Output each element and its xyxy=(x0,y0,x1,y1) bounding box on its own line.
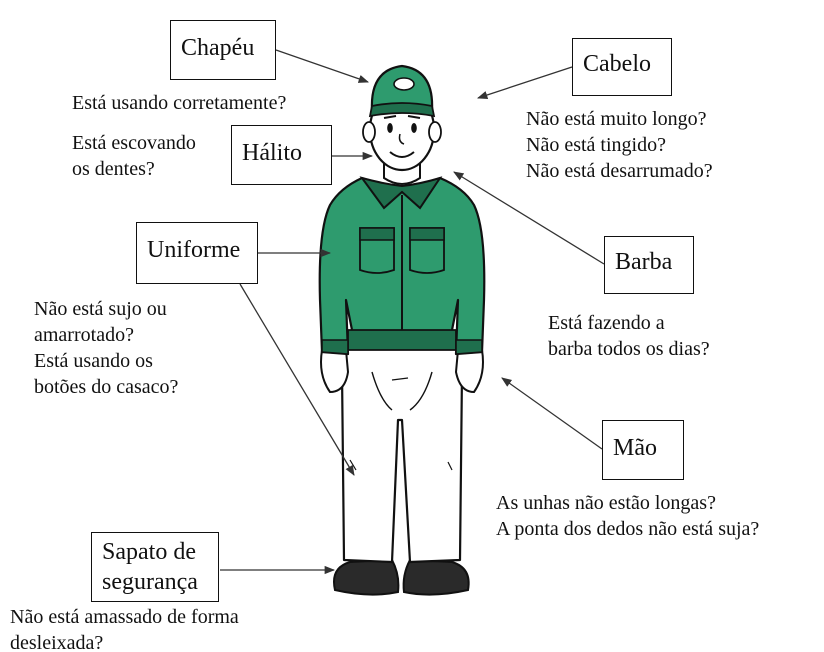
label-sapato-line1: Sapato de xyxy=(102,539,196,565)
pointer-arrows xyxy=(220,49,605,575)
pants xyxy=(338,338,464,564)
note-mao-line: A ponta dos dedos não está suja? xyxy=(496,518,760,540)
label-chapeu-text: Chapéu xyxy=(181,35,255,61)
note-mao: As unhas não estão longas? A ponta dos d… xyxy=(496,490,759,542)
arrow-mao xyxy=(501,377,603,450)
note-uniforme-line: Não está sujo ou xyxy=(34,298,167,320)
note-cabelo-line: Não está tingido? xyxy=(526,134,666,156)
label-uniforme: Uniforme xyxy=(136,222,258,284)
note-halito-line: os dentes? xyxy=(72,158,155,180)
note-cabelo-line: Não está desarrumado? xyxy=(526,160,713,182)
note-mao-line: As unhas não estão longas? xyxy=(496,492,716,514)
label-chapeu: Chapéu xyxy=(170,20,276,80)
note-uniforme-line: Está usando os xyxy=(34,350,153,372)
arrow-chapeu xyxy=(275,49,369,83)
arrow-uniforme-pants xyxy=(239,283,355,476)
note-sapato: Não está amassado de forma desleixada? xyxy=(10,604,239,652)
note-halito: Está escovando os dentes? xyxy=(72,130,196,182)
note-cabelo-line: Não está muito longo? xyxy=(526,108,707,130)
label-halito: Hálito xyxy=(231,125,332,185)
arrow-cabelo xyxy=(477,66,573,100)
note-cabelo: Não está muito longo? Não está tingido? … xyxy=(526,106,713,184)
arrow-barba xyxy=(453,171,605,265)
note-uniforme-line: botões do casaco? xyxy=(34,376,179,398)
note-barba-line: barba todos os dias? xyxy=(548,338,710,360)
label-cabelo: Cabelo xyxy=(572,38,672,96)
label-sapato: Sapato de segurança xyxy=(91,532,219,602)
note-uniforme: Não está sujo ou amarrotado? Está usando… xyxy=(34,296,178,400)
label-uniforme-text: Uniforme xyxy=(147,237,241,263)
label-halito-text: Hálito xyxy=(242,140,302,166)
note-sapato-line: desleixada? xyxy=(10,632,104,652)
hands xyxy=(320,349,484,394)
jacket xyxy=(318,176,486,356)
note-chapeu: Está usando corretamente? xyxy=(72,90,286,116)
head xyxy=(362,64,442,185)
note-barba-line: Está fazendo a xyxy=(548,312,665,334)
label-mao: Mão xyxy=(602,420,684,480)
shoes xyxy=(333,558,470,596)
label-mao-text: Mão xyxy=(613,435,657,461)
note-barba: Está fazendo a barba todos os dias? xyxy=(548,310,710,362)
label-barba-text: Barba xyxy=(615,249,673,275)
label-barba: Barba xyxy=(604,236,694,294)
note-chapeu-line: Está usando corretamente? xyxy=(72,92,287,114)
note-uniforme-line: amarrotado? xyxy=(34,324,134,346)
note-sapato-line: Não está amassado de forma xyxy=(10,606,239,628)
label-sapato-line2: segurança xyxy=(102,569,198,595)
label-cabelo-text: Cabelo xyxy=(583,51,651,77)
note-halito-line: Está escovando xyxy=(72,132,196,154)
